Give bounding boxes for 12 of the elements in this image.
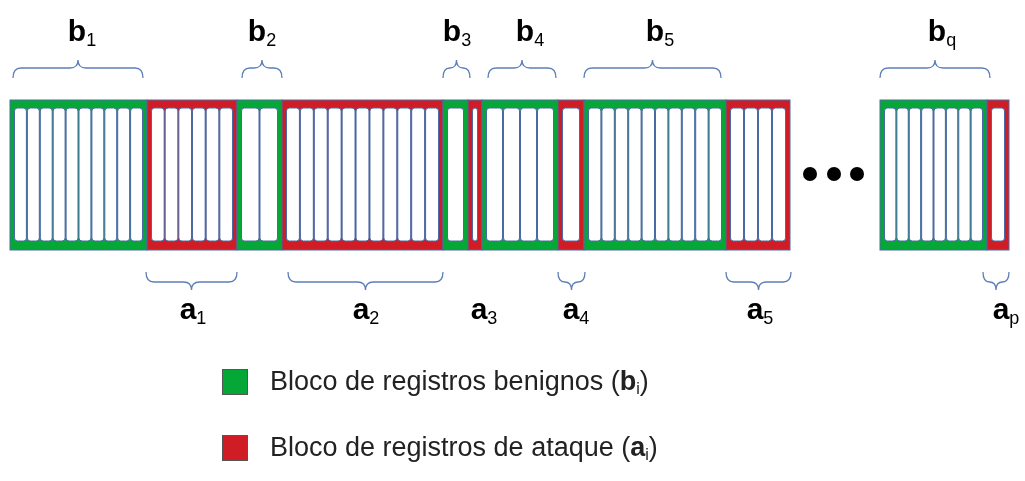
block-label: a$_{3}$ [470, 294, 498, 324]
legend-text: Bloco de registros benignos (b$_{i}$) [270, 368, 649, 395]
block-label: b$_{1}$ [67, 16, 97, 46]
block-label: b$_{4}$ [515, 16, 545, 46]
block-label: a$_{4}$ [562, 294, 590, 324]
block-label: b$_{2}$ [247, 16, 277, 46]
legend-text: Bloco de registros de ataque (a$_{i}$) [270, 434, 658, 461]
block-label: b$_{5}$ [645, 16, 675, 46]
block-label: a$_{2}$ [352, 294, 380, 324]
block-label: b$_{3}$ [442, 16, 472, 46]
block-label: a$_{1}$ [179, 294, 207, 324]
block-label: a$_{5}$ [746, 294, 774, 324]
